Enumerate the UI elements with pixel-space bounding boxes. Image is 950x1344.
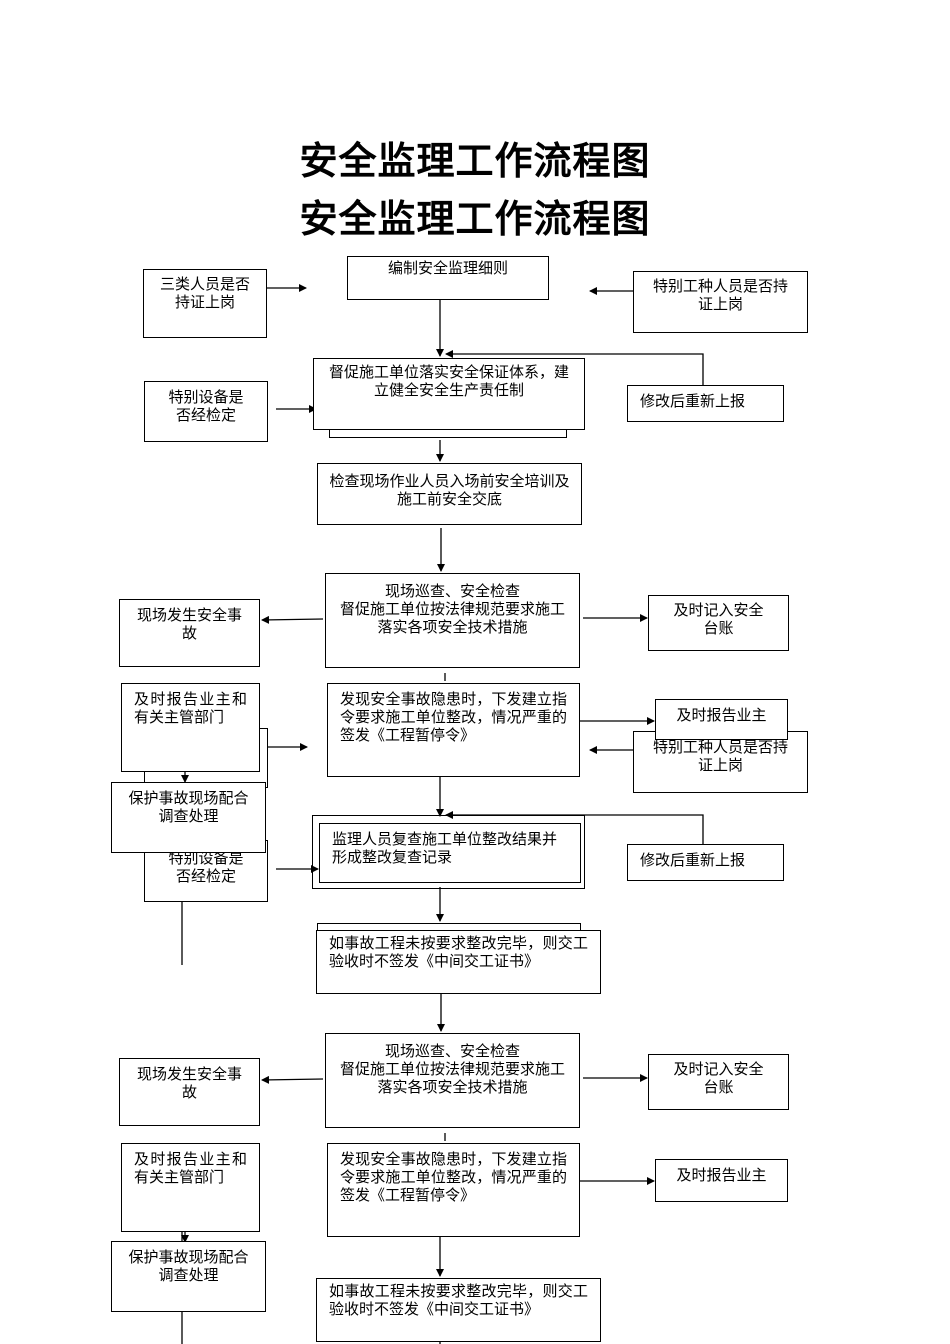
node-special-workers-2: 特别工种人员是否持证上岗 [633,731,808,793]
node-special-equipment-1: 特别设备是否经检定 [144,381,268,442]
node-report-owner-dept-1: 及时报告业主和有关主管部门 [121,683,260,772]
node-review-rectify: 监理人员复查施工单位整改结果并形成整改复查记录 [319,823,581,883]
node-hazard-order-1: 发现安全事故隐患时，下发建立指令要求施工单位整改，情况严重的签发《工程暂停令》 [327,683,580,777]
inspection-line: 现场巡查、安全检查 [384,1042,520,1060]
node-check-training: 检查现场作业人员入场前安全培训及施工前安全交底 [317,463,582,525]
inspection-line: 落实各项安全技术措施 [377,1078,528,1096]
inspection-line: 督促施工单位按法律规范要求施工 [339,600,565,618]
node-resubmit-2: 修改后重新上报 [627,844,784,881]
node-report-owner-dept-2: 及时报告业主和有关主管部门 [121,1143,260,1232]
node-supervise-system: 督促施工单位落实安全保证体系，建立健全安全生产责任制 [313,358,585,430]
inspection-line: 现场巡查、安全检查 [384,582,520,600]
page-title: 安全监理工作流程图 [299,138,651,183]
node-inspection-2: 现场巡查、安全检查 督促施工单位按法律规范要求施工 落实各项安全技术措施 [325,1033,580,1128]
resubmit-2-loop [445,811,704,845]
node-hazard-order-2: 发现安全事故隐患时，下发建立指令要求施工单位整改，情况严重的签发《工程暂停令》 [327,1143,580,1237]
node-three-category-staff: 三类人员是否持证上岗 [143,269,267,338]
node-protect-scene-1: 保护事故现场配合调查处理 [111,782,266,853]
node-record-ledger-1: 及时记入安全台账 [648,595,789,651]
node-start: 编制安全监理细则 [347,256,549,300]
node-record-ledger-2: 及时记入安全台账 [648,1054,789,1110]
arrow-to-accident-2 [261,1075,324,1084]
node-protect-scene-2: 保护事故现场配合调查处理 [111,1241,266,1312]
node-report-owner-1: 及时报告业主 [655,699,788,740]
node-no-sign-2: 如事故工程未按要求整改完毕，则交工验收时不签发《中间交工证书》 [316,1278,601,1342]
page-title-repeat: 安全监理工作流程图 [299,196,651,241]
inspection-line: 落实各项安全技术措施 [377,618,528,636]
arrow-to-accident-1 [261,615,324,624]
resubmit-1-loop [445,350,704,385]
node-special-equipment-2: 特别设备是否经检定 [144,840,268,902]
node-no-sign-1: 如事故工程未按要求整改完毕，则交工验收时不签发《中间交工证书》 [316,930,601,994]
node-accident-2: 现场发生安全事故 [119,1058,260,1126]
inspection-line: 督促施工单位按法律规范要求施工 [339,1060,565,1078]
node-inspection-1: 现场巡查、安全检查 督促施工单位按法律规范要求施工 落实各项安全技术措施 [325,573,580,668]
node-resubmit-1: 修改后重新上报 [627,385,784,422]
node-accident-1: 现场发生安全事故 [119,599,260,667]
node-report-owner-2: 及时报告业主 [655,1159,788,1202]
node-special-workers-1: 特别工种人员是否持证上岗 [633,271,808,333]
